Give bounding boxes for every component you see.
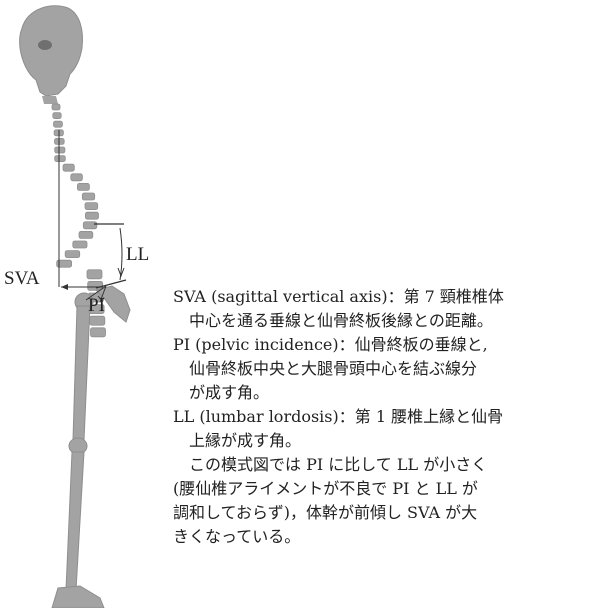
vertebra xyxy=(55,147,65,153)
vertebra xyxy=(63,164,74,171)
vertebra xyxy=(83,222,97,229)
note-line-3: 調和しておらず)，体幹が前傾し SVA が大 xyxy=(173,501,609,525)
ll-definition-title: LL (lumbar lordosis)：第 1 腰椎上縁と仙骨 xyxy=(173,405,609,429)
sva-label: SVA xyxy=(4,269,40,288)
vertebra xyxy=(53,113,61,119)
ll-angle-arc xyxy=(120,228,122,280)
vertebra xyxy=(90,316,105,325)
note-line-4: きくなっている。 xyxy=(173,525,609,549)
vertebra xyxy=(73,241,87,248)
skull xyxy=(20,6,83,104)
vertebra xyxy=(85,203,98,210)
vertebra xyxy=(54,121,63,127)
vertebra xyxy=(55,156,66,162)
foot xyxy=(52,586,104,608)
vertebra xyxy=(71,174,83,181)
vertebra xyxy=(91,328,106,337)
pi-definition-body-1: 仙骨終板中央と大腿骨頭中心を結ぶ線分 xyxy=(173,357,609,381)
sva-definition-title: SVA (sagittal vertical axis)：第 7 頸椎椎体 xyxy=(173,285,609,309)
vertebra xyxy=(65,251,80,258)
vertebra xyxy=(85,212,98,219)
vertebra xyxy=(82,193,94,200)
tibia xyxy=(66,452,84,590)
pi-definition-title: PI (pelvic incidence)：仙骨終板の垂線と, xyxy=(173,333,609,357)
legend-text: SVA (sagittal vertical axis)：第 7 頸椎椎体 中心… xyxy=(173,285,609,549)
vertebra xyxy=(79,231,93,238)
vertebra xyxy=(87,270,102,279)
vertebra xyxy=(77,183,89,190)
note-line-1: この模式図では PI に比して LL が小さく xyxy=(173,453,609,477)
vertebra xyxy=(52,104,60,110)
ll-definition-body: 上縁が成す角。 xyxy=(173,429,609,453)
sva-definition-body: 中心を通る垂線と仙骨終板後縁との距離。 xyxy=(173,309,609,333)
pi-label: PI xyxy=(88,296,105,315)
ll-label: LL xyxy=(126,245,149,264)
note-line-2: (腰仙椎アライメントが不良で PI と LL が xyxy=(173,477,609,501)
pi-definition-body-2: が成す角。 xyxy=(173,381,609,405)
femur xyxy=(73,306,90,440)
